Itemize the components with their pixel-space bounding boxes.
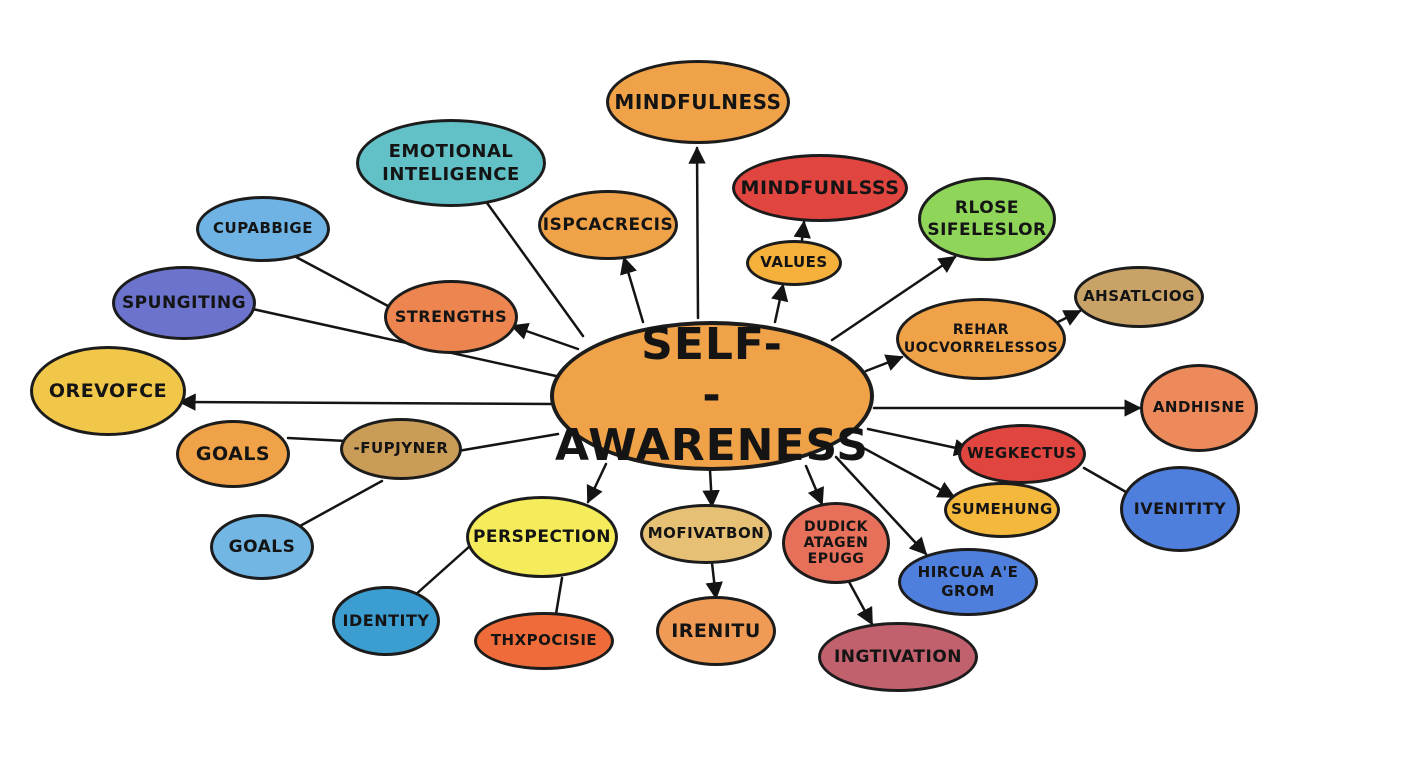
- arrow-to-hircua: [834, 455, 928, 556]
- arrow-mofivatbon-to-irenitu: [705, 561, 723, 600]
- arrow-to-dudick: [804, 464, 824, 506]
- sumehung-node: SUMEHUNG: [944, 482, 1060, 538]
- line-perspection-to-identity: [412, 544, 472, 598]
- mindfulness-alt-node: MINDFUNLSSS: [732, 154, 908, 222]
- arrow-to-mofivatbon: [702, 468, 720, 508]
- line-cupabbige-to-strengths: [294, 255, 390, 308]
- mindfulness-node: MINDFULNESS: [606, 60, 790, 144]
- orevofce-node: OREVOFCE: [30, 346, 186, 436]
- mofivatbon-node: MOFIVATBON: [640, 504, 772, 564]
- rehar-node: REHAR UOCVORRELESSOS: [896, 298, 1066, 380]
- arrow-values-to-mindfulness-2: [793, 220, 811, 242]
- arrow-to-orevofce: [178, 393, 554, 411]
- goals-node: GOALS: [176, 420, 290, 488]
- values-node: VALUES: [746, 240, 842, 286]
- ahsatlciog-node: AHSATLCIOG: [1074, 266, 1204, 328]
- line-to-emotional-intelligence: [480, 194, 585, 338]
- line-wegkectus-to-ivenitity: [1082, 466, 1128, 494]
- self-awareness-node: SELF- -AWARENESS: [550, 319, 874, 471]
- wegkectus-node: WEGKECTUS: [958, 424, 1086, 484]
- hircua-node: HIRCUA A'E GROM: [898, 548, 1038, 616]
- strengths-node: STRENGTHS: [384, 280, 518, 354]
- spungiting-node: SPUNGITING: [112, 266, 256, 340]
- arrow-to-wegkectus: [866, 427, 972, 457]
- rlose-sifeleslor-node: RLOSE SIFELESLOR: [918, 177, 1056, 261]
- emotional-intelligence-node: EMOTIONAL INTELIGENCE: [356, 119, 546, 207]
- arrow-to-sumehung: [854, 442, 956, 499]
- irenitu-node: IRENITU: [656, 596, 776, 666]
- perspection-node: PERSPECTION: [466, 496, 618, 578]
- thxpocisie-node: THXPOCISIE: [474, 612, 614, 670]
- goals-alt-node: GOALS: [210, 514, 314, 580]
- arrow-to-rehar: [864, 354, 904, 373]
- line-fupjyner-to-goals-1: [286, 436, 348, 443]
- andhisne-node: ANDHISNE: [1140, 364, 1258, 452]
- ivenitity-node: IVENITITY: [1120, 466, 1240, 552]
- line-fupjyner-to-goals-2: [298, 479, 384, 528]
- arrow-dudick-to-ingtivation: [846, 578, 874, 626]
- ispcacrecis-node: ISPCACRECIS: [538, 190, 678, 260]
- arrow-to-ispcacrecis: [620, 256, 645, 324]
- cupabbige-node: CUPABBIGE: [196, 196, 330, 262]
- identity-node: IDENTITY: [332, 586, 440, 656]
- line-perspection-to-thxpocisie: [554, 576, 564, 616]
- arrow-rehar-to-ahsatlciog: [1054, 309, 1082, 326]
- arrow-to-values: [771, 283, 789, 324]
- arrow-to-mindfulness-1: [688, 146, 706, 320]
- line-to-fupjyner: [450, 432, 560, 454]
- dudick-node: DUDICK ATAGEN EPUGG: [782, 502, 890, 584]
- ingtivation-node: INGTIVATION: [818, 622, 978, 692]
- fupjyner-node: -FUPJYNER: [340, 418, 462, 480]
